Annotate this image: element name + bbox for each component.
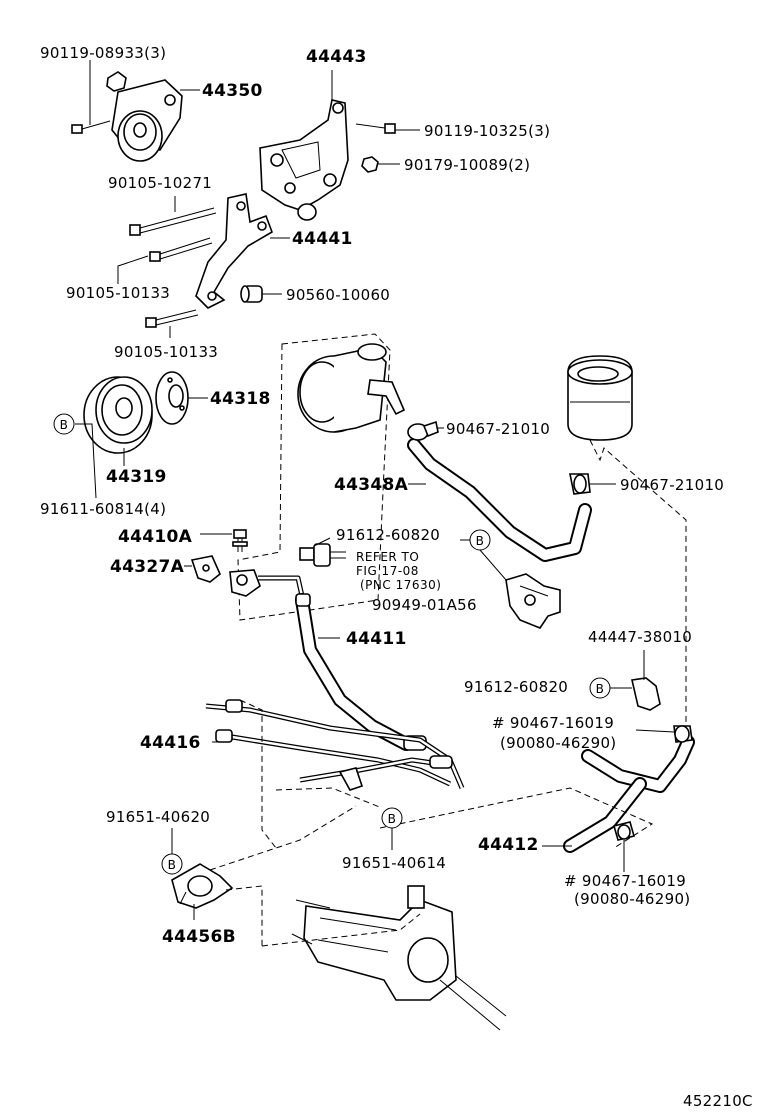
- pressure-switch: [299, 543, 346, 567]
- label-44318: 44318: [210, 389, 271, 409]
- bolt-90105-10271: [129, 207, 217, 236]
- pipe-44411: [229, 569, 427, 751]
- label-90467-16019-b: # 90467-16019: [564, 872, 686, 890]
- label-90105-10133-a: 90105-10133: [66, 284, 170, 302]
- label-44441: 44441: [292, 229, 353, 249]
- label-91612-60820-a: 91612-60820: [336, 526, 440, 544]
- label-44348A: 44348A: [334, 475, 409, 495]
- bracket-44441: [195, 193, 273, 309]
- clamp-44456B: [171, 863, 234, 909]
- label-90179-10089: 90179-10089(2): [404, 156, 530, 174]
- hub-44318: [155, 371, 189, 425]
- label-44456B: 44456B: [162, 927, 236, 947]
- label-90467-16019-a: # 90467-16019: [492, 714, 614, 732]
- label-refer-fig: FIG 17-08: [356, 564, 419, 578]
- label-44319: 44319: [106, 467, 167, 487]
- label-90467-21010-a: 90467-21010: [446, 420, 550, 438]
- bolt-90119-10325: [355, 123, 396, 134]
- tube-44416: [205, 699, 465, 791]
- label-44443: 44443: [306, 47, 367, 67]
- label-90949-01A56: 90949-01A56: [372, 596, 477, 614]
- bracket-44443: [259, 99, 349, 221]
- power-steering-pump: [297, 343, 406, 433]
- label-44416: 44416: [140, 733, 201, 753]
- callout-letter: B: [168, 858, 177, 872]
- callout-b-44456: B: [161, 853, 183, 875]
- diagram-code: 452210C: [683, 1092, 753, 1110]
- callout-b-pulley: B: [53, 413, 75, 435]
- label-90105-10271: 90105-10271: [108, 174, 212, 192]
- callout-letter: B: [388, 812, 397, 826]
- spacer-90560-10060: [240, 285, 263, 303]
- clamp-90467-21010-b: [569, 473, 591, 495]
- label-91611-60814: 91611-60814(4): [40, 500, 166, 518]
- callout-letter: B: [596, 682, 605, 696]
- bolt-90105-10133-a: [149, 237, 213, 262]
- bracket-44447-38010: [631, 650, 661, 711]
- label-91651-40614: 91651-40614: [342, 854, 446, 872]
- reservoir-tank: [567, 355, 633, 441]
- label-90080-46290-a: (90080-46290): [500, 734, 616, 752]
- label-44412: 44412: [478, 835, 539, 855]
- label-44411: 44411: [346, 629, 407, 649]
- label-90119-08933: 90119-08933(3): [40, 44, 166, 62]
- label-44447-38010: 44447-38010: [588, 628, 692, 646]
- clamp-90467-16019-b: [613, 821, 635, 841]
- label-44410A: 44410A: [118, 527, 193, 547]
- bolt-90105-10133-b: [145, 309, 199, 328]
- label-91651-40620: 91651-40620: [106, 808, 210, 826]
- pulley-44350: [106, 71, 183, 162]
- callout-b-44447: B: [589, 677, 611, 699]
- callout-letter: B: [60, 418, 69, 432]
- label-90467-21010-b: 90467-21010: [620, 476, 724, 494]
- hose-44412: [563, 735, 695, 853]
- label-refer-pnc: (PNC 17630): [360, 578, 441, 592]
- bolt-44410A: [232, 529, 248, 552]
- callout-b-switch: B: [469, 529, 491, 551]
- nut-90179-10089: [361, 156, 379, 173]
- clamp-90467-16019-a: [673, 725, 693, 743]
- pulley-44319: [83, 376, 153, 454]
- hose-44348A: [407, 438, 592, 562]
- callout-letter: B: [476, 534, 485, 548]
- steering-gear: [291, 885, 507, 1031]
- label-refer-to: REFER TO: [356, 550, 419, 564]
- clip-44327A: [190, 555, 221, 583]
- label-44327A: 44327A: [110, 557, 185, 577]
- bracket-90949-01A56: [505, 573, 561, 629]
- label-90105-10133-b: 90105-10133: [114, 343, 218, 361]
- label-91612-60820-b: 91612-60820: [464, 678, 568, 696]
- label-44350: 44350: [202, 81, 263, 101]
- label-90080-46290-b: (90080-46290): [574, 890, 690, 908]
- label-90560-10060: 90560-10060: [286, 286, 390, 304]
- callout-b-clamp: B: [381, 807, 403, 829]
- bolt-90119-08933: [71, 120, 111, 134]
- clamp-90467-21010-a: [407, 420, 439, 441]
- label-90119-10325: 90119-10325(3): [424, 122, 550, 140]
